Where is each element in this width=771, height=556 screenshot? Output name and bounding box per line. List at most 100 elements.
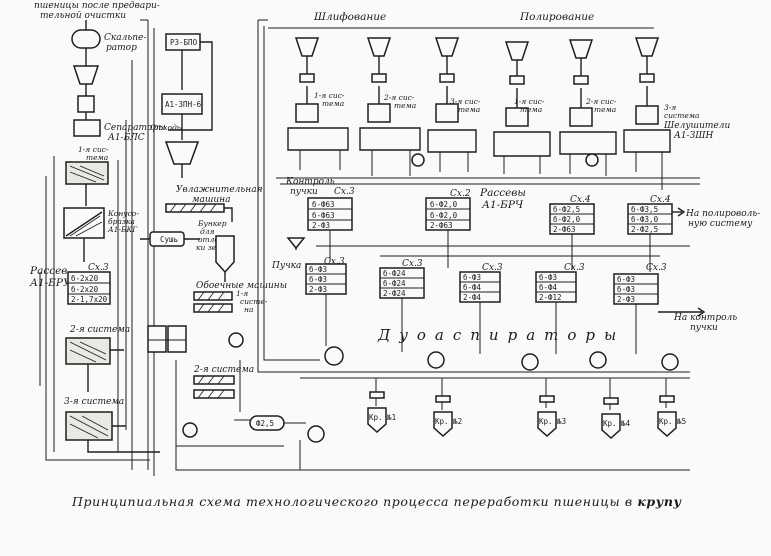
bag-5: Кр. №5 — [657, 395, 686, 438]
svg-text:Сх.3: Сх.3 — [334, 187, 355, 197]
duoaspirator-4 — [589, 351, 607, 369]
svg-text:2-Ф4: 2-Ф4 — [463, 293, 482, 302]
svg-text:тема: тема — [322, 99, 344, 108]
fan-4 — [411, 153, 425, 167]
svg-text:Кр. №5: Кр. №5 — [659, 417, 686, 426]
svg-text:б-Ф3,5: б-Ф3,5 — [631, 205, 658, 214]
figure-caption: Принципиальная схема технологического пр… — [72, 494, 712, 509]
duoaspirators-label: Дуоаспираторы — [377, 326, 625, 344]
aspirator-small — [77, 95, 95, 113]
svg-text:2-1,7х20: 2-1,7х20 — [71, 295, 108, 304]
duoaspirator-1 — [324, 346, 344, 366]
svg-text:1-я: 1-я — [236, 289, 248, 298]
svg-text:б-Ф2,0: б-Ф2,0 — [430, 211, 458, 220]
sieve-cx4b: б-Ф3,5 б-Ф3,0 2-Ф2,5 — [627, 203, 673, 235]
top-fragment-line1: пшеницы после предвари- — [34, 1, 160, 11]
svg-text:Сх.3: Сх.3 — [88, 263, 109, 273]
sieve-r4: б-Ф3 б-Ф4 2-Ф12 — [535, 271, 577, 303]
svg-text:система: система — [664, 111, 699, 120]
sieve-r5: б-Ф3 б-Ф3 2-Ф3 — [613, 273, 659, 305]
svg-text:Сх.3: Сх.3 — [482, 263, 503, 273]
duoaspirator-3 — [521, 353, 539, 371]
grinder-1: 1-я сис- тема — [294, 37, 345, 123]
husk-machine-4 — [193, 389, 235, 399]
svg-text:Сх.4: Сх.4 — [570, 195, 591, 205]
caption-text: Принципиальная схема технологического пр… — [72, 494, 633, 509]
svg-text:А1-ЗШН: А1-ЗШН — [673, 131, 713, 141]
svg-text:1-я сис-: 1-я сис- — [314, 91, 345, 100]
svg-text:б-Ф3,0: б-Ф3,0 — [631, 215, 659, 224]
chuck-outlet — [286, 237, 306, 250]
svg-text:тема: тема — [458, 105, 480, 114]
svg-text:А1-БРЧ: А1-БРЧ — [481, 199, 524, 211]
svg-text:тема: тема — [394, 101, 416, 110]
svg-text:Кр. №3: Кр. №3 — [539, 417, 566, 426]
svg-text:Ф2,5: Ф2,5 — [256, 419, 274, 428]
top-fragment-line2: тельной очистки — [40, 11, 126, 21]
polisher-3: 3-я система Шелушители А1-ЗШН — [634, 37, 730, 141]
fan-3 — [307, 425, 325, 443]
svg-text:Сх.3: Сх.3 — [324, 257, 345, 267]
svg-text:Сх.3: Сх.3 — [646, 263, 667, 273]
svg-text:Сх.3: Сх.3 — [402, 259, 423, 269]
svg-text:2-Ф63: 2-Ф63 — [430, 221, 453, 230]
fan-5 — [585, 153, 599, 167]
husk-box-2 — [167, 325, 187, 353]
fan-2 — [182, 422, 198, 438]
svg-text:2-Ф63: 2-Ф63 — [553, 225, 576, 234]
svg-text:бразка: бразка — [108, 217, 135, 226]
to-polishing-label: На полироволь- — [685, 209, 760, 219]
chuck-label: Пучка — [271, 261, 301, 271]
grinder-2: 2-я сис- тема — [366, 37, 416, 123]
bag-2: Кр. №2 — [433, 395, 462, 438]
svg-text:б-Ф4: б-Ф4 — [463, 283, 482, 292]
sieve-r2: б-Ф24 б-Ф24 2-Ф24 — [379, 267, 425, 299]
svg-text:Кр. №1: Кр. №1 — [369, 413, 396, 422]
sieves-left-label: Рассев — [29, 265, 67, 277]
svg-text:2-Ф24: 2-Ф24 — [383, 289, 406, 298]
svg-text:машина: машина — [192, 195, 230, 205]
husk-machine-1 — [193, 291, 233, 301]
svg-text:Скальпе-: Скальпе- — [104, 33, 146, 43]
svg-text:б-Ф2,0: б-Ф2,0 — [553, 215, 581, 224]
svg-text:2-я сис-: 2-я сис- — [585, 97, 617, 106]
sieve-cx2: б-Ф2,0 б-Ф2,0 2-Ф63 — [425, 197, 471, 231]
to-control-label: На контроль — [673, 313, 737, 323]
svg-text:А1-БКГ: А1-БКГ — [107, 225, 138, 234]
svg-text:ную систему: ную систему — [688, 219, 753, 229]
system-2b-label: 2-я система — [193, 365, 254, 375]
fan-1 — [228, 332, 244, 348]
svg-text:тема: тема — [594, 105, 616, 114]
control-chucks-label: Контроль — [285, 177, 335, 187]
classifiers-label: Сепараторы — [104, 123, 166, 133]
bag-1: Кр. №1 — [367, 391, 396, 434]
svg-text:1-я сис-: 1-я сис- — [514, 97, 545, 106]
separator: Скальпе- ратор — [71, 29, 146, 53]
svg-text:б-2х20: б-2х20 — [71, 274, 99, 283]
moistener-label: Увлажнительная — [176, 185, 263, 195]
svg-text:тема: тема — [86, 153, 108, 162]
svg-text:2-Ф12: 2-Ф12 — [539, 293, 562, 302]
svg-text:б-Ф3: б-Ф3 — [617, 275, 635, 284]
svg-text:б-Ф3: б-Ф3 — [463, 273, 481, 282]
svg-text:2-Ф2,5: 2-Ф2,5 — [631, 225, 658, 234]
svg-text:ратор: ратор — [106, 43, 137, 53]
svg-text:2-Ф3: 2-Ф3 — [617, 295, 635, 304]
hopper-1 — [72, 65, 100, 85]
svg-text:Конусо-: Конусо- — [107, 209, 139, 218]
svg-text:Сх.2: Сх.2 — [450, 189, 471, 199]
husk-box-1 — [147, 325, 167, 353]
svg-text:тема: тема — [520, 105, 542, 114]
svg-text:2-Ф3: 2-Ф3 — [312, 221, 330, 230]
svg-text:Сх.3: Сх.3 — [564, 263, 585, 273]
sieve-r3: б-Ф3 б-Ф4 2-Ф4 — [459, 271, 501, 303]
caption-last-word: крупу — [637, 494, 682, 509]
polisher-1: 1-я сис- тема — [504, 41, 545, 127]
svg-text:1-я сис-: 1-я сис- — [78, 145, 109, 154]
svg-text:б-Ф3: б-Ф3 — [617, 285, 635, 294]
svg-text:Кр. №2: Кр. №2 — [435, 417, 462, 426]
system-2-label: 2-я система — [69, 325, 130, 335]
svg-text:б-Ф63: б-Ф63 — [312, 211, 335, 220]
svg-text:Отходы: Отходы — [150, 123, 183, 132]
